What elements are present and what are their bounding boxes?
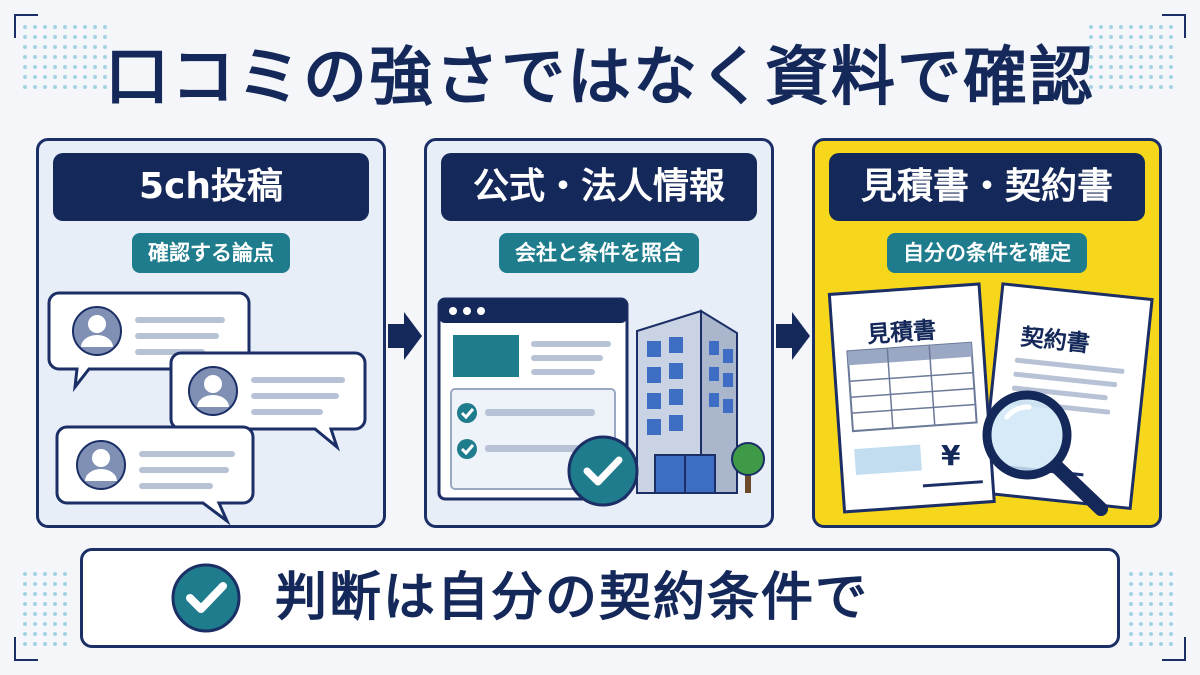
dot-pattern-bottom-right [1128,571,1178,651]
quote-document-icon [827,282,996,514]
documents-illustration [827,282,1154,516]
conclusion-text: 判断は自分の契約条件で [275,568,870,628]
corner-bottom-right [1162,637,1186,661]
chat-bubble [55,425,255,525]
chat-bubble [47,291,251,393]
arrow-right-icon [776,312,810,360]
dot-pattern-top-left [22,24,112,94]
panel-official-info: 公式・法人情報 会社と条件を照合 [424,138,774,528]
panel-heading: 見積書・契約書 [829,153,1145,221]
panel-subheading: 会社と条件を照合 [499,233,699,273]
dot-pattern-top-right [1088,24,1178,94]
page-title: 口コミの強さではなく資料で確認 [105,41,1095,115]
contract-document-label: 契約書 [1019,324,1091,358]
check-circle-icon [171,563,241,633]
dot-pattern-bottom-left [22,571,72,651]
yen-symbol: ¥ [941,439,961,472]
panel-heading: 公式・法人情報 [441,153,757,221]
panel-5ch-posts: 5ch投稿 確認する論点 [36,138,386,528]
conclusion-box: 判断は自分の契約条件で [80,548,1120,648]
corner-bottom-left [14,637,38,661]
panel-subheading: 自分の条件を確定 [887,233,1087,273]
chat-bubbles-illustration [47,291,367,525]
panel-subheading: 確認する論点 [132,233,290,273]
panel-quote-contract: 見積書・契約書 自分の条件を確定 [812,138,1162,528]
chat-bubble [169,351,367,452]
panel-heading: 5ch投稿 [53,153,369,221]
tree-icon [731,442,765,493]
corner-top-right [1162,14,1186,38]
office-building-icon [636,309,738,494]
arrow-right-icon [388,312,422,360]
magnifying-glass-icon [982,390,1108,516]
verified-check-icon [567,435,639,507]
website-and-building-illustration [437,297,765,507]
quote-document-label: 見積書 [866,317,938,349]
corner-top-left [14,14,38,38]
